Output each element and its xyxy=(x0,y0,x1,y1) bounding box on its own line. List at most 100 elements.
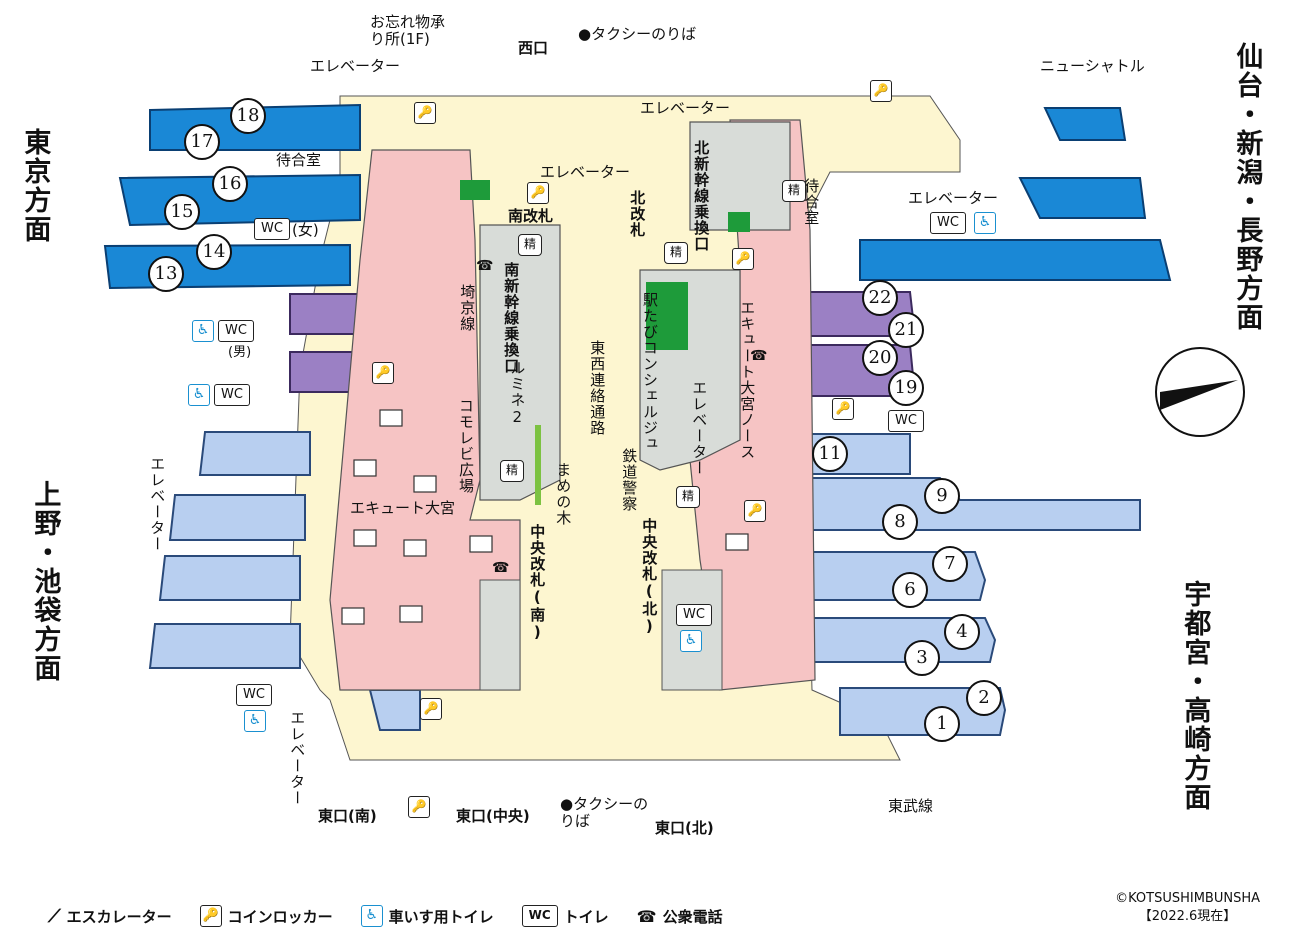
elevator-label-n: エレベーター xyxy=(640,99,731,117)
legend: ⟋ エスカレーター 🔑 コインロッカー ♿ 車いす用トイレ WC トイレ ☎ 公… xyxy=(48,904,743,928)
elevator-label-w: エレベーター xyxy=(148,456,167,552)
platform-1: 1 xyxy=(924,706,960,742)
copyright: ©KOTSUSHIMBUNSHA 【2022.6現在】 xyxy=(1115,890,1260,925)
locker-icon: 🔑 xyxy=(744,500,766,522)
north-gate-label: 北改札 xyxy=(628,190,647,238)
elevator-label-east: エレベーター xyxy=(690,380,709,476)
sendai-direction: 仙台・新潟・長野方面 xyxy=(1231,42,1263,332)
south-shinkansen-label: 南新幹線乗換口 xyxy=(502,262,521,374)
ekiyute-north-label: エキュート大宮ノース xyxy=(738,300,757,460)
central-gate-south-label: 中央改札(南) xyxy=(528,524,547,642)
fare-adjust-icon: 精 xyxy=(500,460,524,482)
concierge-area xyxy=(646,282,688,350)
legend-escalator: ⟋ エスカレーター xyxy=(48,905,172,927)
platform-9: 9 xyxy=(924,478,960,514)
concierge-label: 駅たびコンシェルジュ xyxy=(641,292,659,452)
compass-icon xyxy=(1155,347,1245,437)
platform-19: 19 xyxy=(888,370,924,406)
ticket-area-south xyxy=(460,180,490,200)
legend-locker: 🔑 コインロッカー xyxy=(199,905,333,927)
shinkansen-platforms-east xyxy=(859,107,1172,281)
tokyo-direction: 東京方面 xyxy=(19,128,51,244)
wc-icon: WC xyxy=(254,218,290,240)
locker-icon: 🔑 xyxy=(414,102,436,124)
wc-icon: WC xyxy=(214,384,250,406)
platform-14: 14 xyxy=(196,234,232,270)
waiting-room-west-label: 待合室 xyxy=(276,151,322,169)
taxi-west-label: ●タクシーのりば xyxy=(578,25,697,43)
wheelchair-icon: ♿ xyxy=(244,710,266,732)
phone-icon: ☎ xyxy=(636,906,657,926)
fare-adjust-icon: 精 xyxy=(782,180,806,202)
railway-police-label: 鉄道警察 xyxy=(620,448,639,512)
saikyo-label: 埼京線 xyxy=(458,284,477,332)
copyright-text: ©KOTSUSHIMBUNSHA xyxy=(1115,891,1260,906)
east-exit-north[interactable]: 東口(北) xyxy=(655,819,714,837)
east-exit-center[interactable]: 東口(中央) xyxy=(456,807,530,825)
central-south-block xyxy=(479,579,521,691)
wc-icon: WC xyxy=(236,684,272,706)
ueno-direction: 上野・池袋方面 xyxy=(29,480,61,683)
locker-icon: 🔑 xyxy=(870,80,892,102)
wc-icon: WC xyxy=(218,320,254,342)
platform-8: 8 xyxy=(882,504,918,540)
escalator-icon: ⟋ xyxy=(48,905,61,927)
platform-4: 4 xyxy=(944,614,980,650)
locker-icon: 🔑 xyxy=(832,398,854,420)
wheelchair-icon: ♿ xyxy=(680,630,702,652)
legend-toilet: WC トイレ xyxy=(521,905,609,927)
mame-tree-label: まめの木 xyxy=(554,462,573,526)
fare-adjust-icon: 精 xyxy=(518,234,542,256)
north-shinkansen-label: 北新幹線乗換口 xyxy=(692,140,711,252)
tobu-line-label: 東武線 xyxy=(888,797,934,815)
escalator-icons xyxy=(341,409,749,625)
date-text: 【2022.6現在】 xyxy=(1138,908,1237,924)
platform-6: 6 xyxy=(892,572,928,608)
lumine-label: ルミネ2 xyxy=(508,360,527,427)
wc-icon: WC xyxy=(888,410,924,432)
platform-17: 17 xyxy=(184,124,220,160)
east-exit-south[interactable]: 東口(南) xyxy=(318,807,377,825)
wheelchair-icon: ♿ xyxy=(974,212,996,234)
conventional-platforms-west xyxy=(148,431,421,731)
wheelchair-icon: ♿ xyxy=(192,320,214,342)
platform-18: 18 xyxy=(230,98,266,134)
platform-11: 11 xyxy=(812,436,848,472)
wc-icon: WC xyxy=(930,212,966,234)
wc-icon: WC xyxy=(676,604,712,626)
green-strip-lumine xyxy=(535,425,541,505)
wheelchair-icon: ♿ xyxy=(360,905,383,927)
locker-icon: 🔑 xyxy=(732,248,754,270)
fare-adjust-icon: 精 xyxy=(676,486,700,508)
taxi-east-label: ●タクシーのりば xyxy=(560,795,649,831)
waiting-room-east-label: 待合室 xyxy=(802,178,821,226)
ticket-area-north xyxy=(728,212,750,232)
ekiyute-west xyxy=(329,149,521,691)
elevator-label-ne: エレベーター xyxy=(908,189,999,207)
west-exit[interactable]: 西口 xyxy=(518,39,549,57)
north-shinkansen-block xyxy=(689,121,791,231)
platform-13: 13 xyxy=(148,256,184,292)
platform-21: 21 xyxy=(888,312,924,348)
platform-3: 3 xyxy=(904,640,940,676)
platform-7: 7 xyxy=(932,546,968,582)
elevator-label-center: エレベーター xyxy=(540,163,631,181)
south-gate-label: 南改札 xyxy=(508,207,554,225)
locker-icon: 🔑 xyxy=(199,905,222,927)
central-gate-north-label: 中央改札(北) xyxy=(640,518,659,636)
platform-16: 16 xyxy=(212,166,248,202)
legend-accessible-toilet: ♿ 車いす用トイレ xyxy=(360,905,494,927)
fare-adjust-icon: 精 xyxy=(664,242,688,264)
platform-22: 22 xyxy=(862,280,898,316)
lost-found-label: お忘れ物承り所(1F) xyxy=(370,13,446,49)
east-west-passage-label: 東西連絡通路 xyxy=(588,340,607,436)
wc-female-label: (女) xyxy=(292,221,319,239)
elevator-label-nw: エレベーター xyxy=(310,57,401,75)
utsunomiya-direction: 宇都宮・高崎方面 xyxy=(1179,580,1211,812)
locker-icon: 🔑 xyxy=(408,796,430,818)
phone-icon: ☎ xyxy=(492,560,510,576)
platform-2: 2 xyxy=(966,680,1002,716)
locker-icon: 🔑 xyxy=(527,182,549,204)
legend-phone: ☎ 公衆電話 xyxy=(636,906,723,926)
new-shuttle-label: ニューシャトル xyxy=(1040,57,1145,75)
